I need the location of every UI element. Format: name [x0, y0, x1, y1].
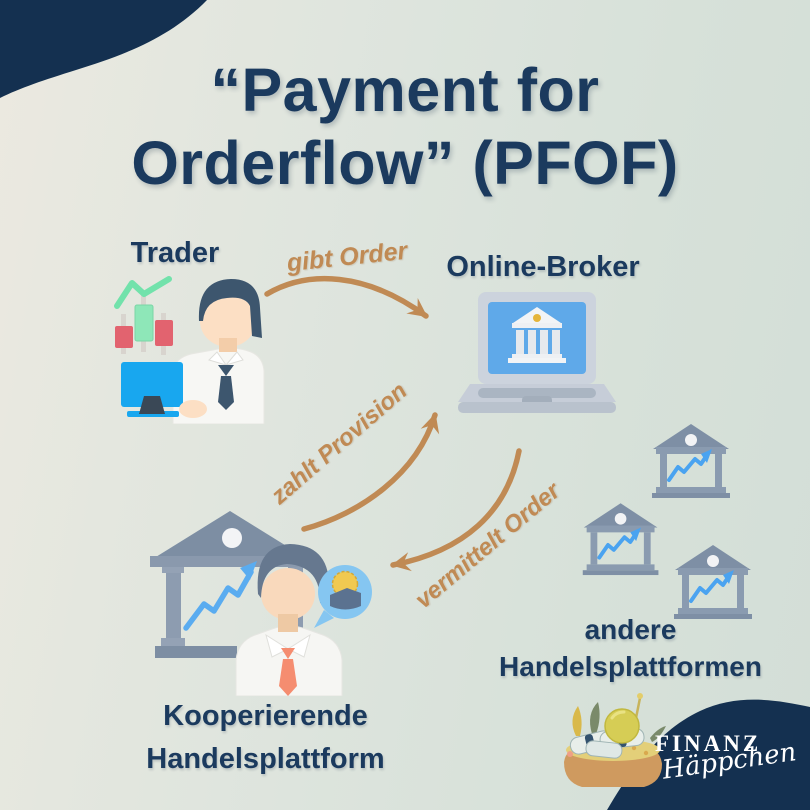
small-bank-icon-1: [650, 422, 732, 500]
bank-icon: [508, 307, 566, 363]
zahlt-provision-label: zahlt Provision: [265, 377, 413, 510]
speech-bubble-coin-icon: [314, 565, 372, 628]
cooperating-platform-label-line1: Kooperierende: [163, 700, 368, 732]
trader-label: Trader: [130, 237, 220, 269]
cooperating-platform-illustration: [150, 511, 372, 696]
trader-illustration: [114, 276, 265, 424]
trader-avatar: [172, 279, 265, 424]
title-line-2: Orderflow” (PFOF): [131, 129, 679, 197]
vermittelt-order-label: vermittelt Order: [410, 477, 566, 614]
other-platforms-label-line2: Handelsplattformen: [499, 651, 762, 682]
leaf-garnish: [572, 702, 666, 742]
corner-blob-bottom-right: [607, 699, 810, 810]
brand-name: FINANZ: [655, 731, 762, 756]
cooperating-platform-label-line2: Handelsplattform: [146, 743, 385, 775]
other-platforms-label: andere Handelsplattformen: [468, 611, 793, 685]
trend-arrow-icon: [183, 561, 257, 631]
candlestick-chart-icon: [114, 276, 173, 355]
canape-logo-icon: [564, 693, 666, 787]
cooperating-platform-label: Kooperierende Handelsplattform: [118, 695, 413, 781]
page-title: “Payment for Orderflow” (PFOF): [0, 54, 810, 200]
other-platforms-illustration: [580, 422, 754, 620]
online-broker-label: Online-Broker: [446, 251, 640, 283]
arrow-trader-to-broker: [264, 275, 429, 319]
corner-blob-top-left: [0, 0, 207, 98]
title-line-1: “Payment for: [210, 56, 600, 124]
laptop-icon: [458, 292, 616, 413]
other-platforms-label-line1: andere: [584, 614, 677, 645]
small-bank-icon-2: [580, 501, 661, 577]
olive-icon: [604, 708, 640, 744]
small-bank-icon-3: [672, 543, 754, 620]
monitor-icon: [121, 362, 207, 418]
platform-advisor-avatar: [235, 544, 343, 696]
gibt-order-label: gibt Order: [285, 236, 409, 278]
